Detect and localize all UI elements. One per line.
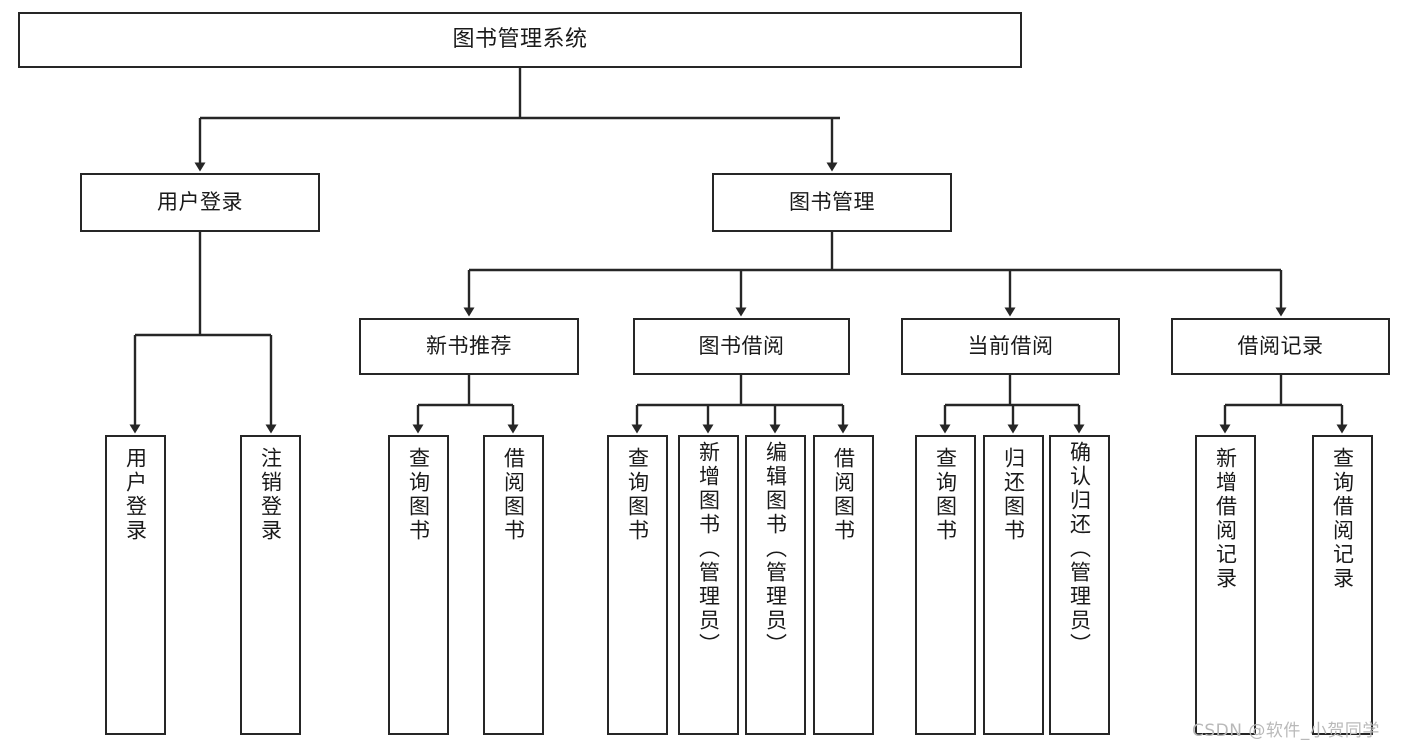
node-book-borrow[interactable]: 图书借阅 [633, 318, 850, 375]
node-leaf-return-books[interactable]: 归还图书 [983, 435, 1044, 735]
node-label: 查询借阅记录 [1330, 447, 1355, 591]
node-label: 新增借阅记录 [1213, 447, 1238, 591]
node-leaf-logout-login[interactable]: 注销登录 [240, 435, 301, 735]
node-label: 查询图书 [406, 447, 431, 543]
node-label: 用户登录 [157, 190, 243, 215]
node-label: 借阅记录 [1237, 334, 1324, 359]
node-current-borrow[interactable]: 当前借阅 [901, 318, 1120, 375]
node-leaf-add-book-admin[interactable]: 新增图书（管理员） [678, 435, 739, 735]
node-label: 查询图书 [933, 447, 958, 543]
node-label: 借阅图书 [831, 447, 856, 543]
node-new-book-recommend[interactable]: 新书推荐 [359, 318, 579, 375]
node-borrow-records[interactable]: 借阅记录 [1171, 318, 1390, 375]
node-label: 注销登录 [258, 447, 283, 543]
node-label: 图书管理系统 [452, 27, 588, 53]
node-leaf-borrow-books-2[interactable]: 借阅图书 [813, 435, 874, 735]
node-root[interactable]: 图书管理系统 [18, 12, 1022, 68]
node-leaf-user-login[interactable]: 用户登录 [105, 435, 166, 735]
node-label: 新增图书（管理员） [696, 441, 721, 657]
watermark-text: CSDN @软件_小贺同学 [1192, 721, 1380, 741]
node-leaf-query-books-2[interactable]: 查询图书 [607, 435, 668, 735]
node-label: 新书推荐 [426, 334, 512, 359]
node-label: 借阅图书 [501, 447, 526, 543]
node-leaf-query-borrow-record[interactable]: 查询借阅记录 [1312, 435, 1373, 735]
node-leaf-borrow-books-1[interactable]: 借阅图书 [483, 435, 544, 735]
node-user-login[interactable]: 用户登录 [80, 173, 320, 232]
node-leaf-confirm-return-admin[interactable]: 确认归还（管理员） [1049, 435, 1110, 735]
node-label: 当前借阅 [967, 334, 1054, 359]
node-label: 图书管理 [789, 190, 875, 215]
node-label: 归还图书 [1001, 447, 1026, 543]
node-leaf-query-books-3[interactable]: 查询图书 [915, 435, 976, 735]
node-label: 编辑图书（管理员） [763, 441, 788, 657]
node-label: 确认归还（管理员） [1067, 441, 1092, 657]
node-leaf-query-books-1[interactable]: 查询图书 [388, 435, 449, 735]
node-book-management[interactable]: 图书管理 [712, 173, 952, 232]
node-leaf-add-borrow-record[interactable]: 新增借阅记录 [1195, 435, 1256, 735]
node-leaf-edit-book-admin[interactable]: 编辑图书（管理员） [745, 435, 806, 735]
node-label: 用户登录 [123, 447, 148, 543]
node-label: 图书借阅 [698, 334, 785, 359]
node-label: 查询图书 [625, 447, 650, 543]
